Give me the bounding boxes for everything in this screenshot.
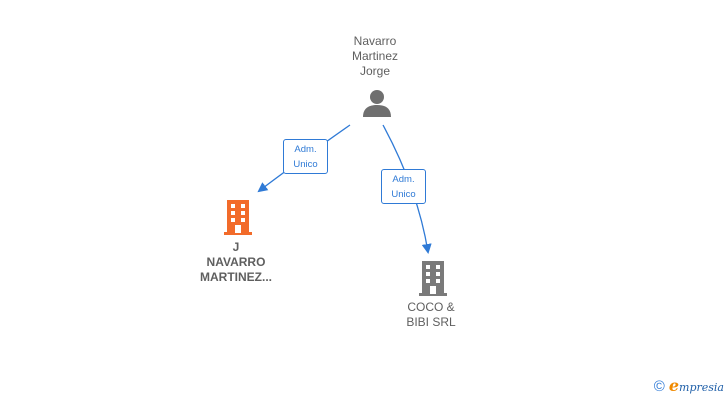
edge-label-line: Adm.: [294, 144, 317, 155]
edge-label-adm-unico: Adm. Unico: [381, 169, 426, 204]
copyright-icon: ©: [653, 377, 665, 395]
person-icon[interactable]: [361, 88, 393, 118]
edge-label-line: Adm.: [392, 174, 415, 185]
person-name-line: Jorge: [359, 64, 391, 78]
company-name-line: BIBI SRL: [406, 315, 456, 329]
person-name-line: Martinez: [351, 49, 398, 63]
company-coco-bibi-label[interactable]: COCO & BIBI SRL: [381, 300, 481, 330]
building-icon[interactable]: [419, 260, 447, 296]
edge-label-adm-unico: Adm. Unico: [283, 139, 328, 174]
building-icon[interactable]: [224, 199, 252, 235]
company-name-line: MARTINEZ...: [200, 270, 272, 284]
footer-brand[interactable]: © empresia: [654, 374, 724, 398]
empresia-logo: empresia: [669, 376, 724, 396]
company-j-navarro-label[interactable]: J NAVARRO MARTINEZ...: [176, 240, 296, 285]
company-name-line: NAVARRO: [206, 255, 266, 269]
company-name-line: J: [232, 240, 240, 254]
edge-label-line: Unico: [293, 159, 318, 170]
company-name-line: COCO &: [407, 300, 455, 314]
person-name-label[interactable]: Navarro Martinez Jorge: [325, 34, 425, 79]
edge-label-line: Unico: [391, 189, 416, 200]
logo-initial: e: [668, 376, 680, 395]
logo-text: mpresia: [679, 381, 724, 394]
person-name-line: Navarro: [353, 34, 397, 48]
